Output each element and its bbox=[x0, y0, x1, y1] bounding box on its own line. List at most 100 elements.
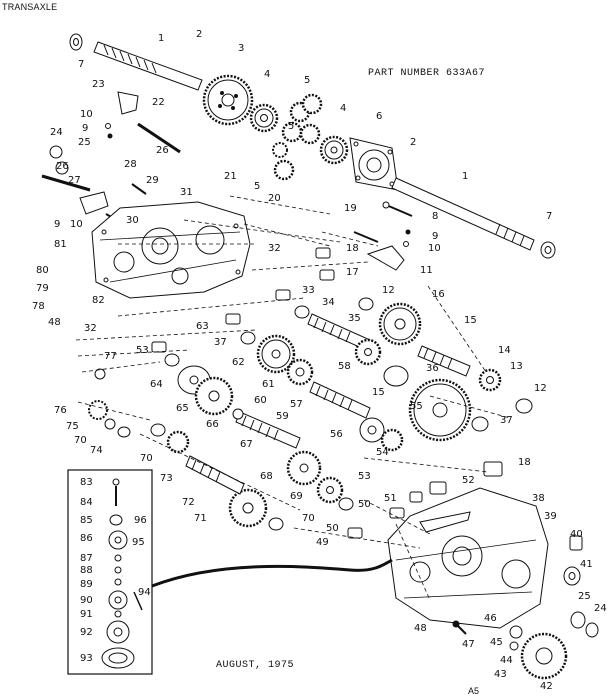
callout-18: 18 bbox=[518, 457, 531, 468]
callout-10: 10 bbox=[70, 219, 83, 230]
callout-62: 62 bbox=[232, 357, 245, 368]
callout-34: 34 bbox=[322, 297, 335, 308]
callout-59: 59 bbox=[276, 411, 289, 422]
page-code: A5 bbox=[468, 686, 480, 696]
callout-87: 87 bbox=[80, 553, 93, 564]
callout-26: 26 bbox=[156, 145, 169, 156]
part-number: PART NUMBER 633A67 bbox=[368, 68, 486, 79]
callout-50: 50 bbox=[326, 523, 339, 534]
callout-13: 13 bbox=[510, 361, 523, 372]
callout-9: 9 bbox=[82, 123, 89, 134]
callout-58: 58 bbox=[338, 361, 351, 372]
callout-24: 24 bbox=[50, 127, 63, 138]
gear-4-lower bbox=[319, 135, 349, 165]
callout-74: 74 bbox=[90, 445, 103, 456]
callout-21: 21 bbox=[224, 171, 237, 182]
callout-88: 88 bbox=[80, 565, 93, 576]
callout-2: 2 bbox=[410, 137, 417, 148]
callout-4: 4 bbox=[340, 103, 347, 114]
callout-46: 46 bbox=[484, 613, 497, 624]
callout-95: 95 bbox=[132, 537, 145, 548]
callout-67: 67 bbox=[240, 439, 253, 450]
axle-right bbox=[391, 177, 556, 259]
callout-57: 57 bbox=[290, 399, 303, 410]
callout-12: 12 bbox=[382, 285, 395, 296]
callout-92: 92 bbox=[80, 627, 93, 638]
callout-5: 5 bbox=[304, 75, 311, 86]
callout-81: 81 bbox=[54, 239, 67, 250]
callout-84: 84 bbox=[80, 497, 93, 508]
callout-71: 71 bbox=[194, 513, 207, 524]
callout-93: 93 bbox=[80, 653, 93, 664]
shaft-59 bbox=[232, 408, 301, 449]
gears-mid-right bbox=[378, 302, 502, 392]
callout-12: 12 bbox=[534, 383, 547, 394]
callout-5: 5 bbox=[254, 181, 261, 192]
callout-90: 90 bbox=[80, 595, 93, 606]
callout-9: 9 bbox=[54, 219, 61, 230]
callout-53: 53 bbox=[358, 471, 371, 482]
callout-47: 47 bbox=[462, 639, 475, 650]
callout-45: 45 bbox=[490, 637, 503, 648]
callout-6: 6 bbox=[376, 111, 383, 122]
callout-37: 37 bbox=[214, 337, 227, 348]
callout-79: 79 bbox=[36, 283, 49, 294]
callout-89: 89 bbox=[80, 579, 93, 590]
callout-64: 64 bbox=[150, 379, 163, 390]
gear-3 bbox=[202, 74, 254, 126]
callout-77: 77 bbox=[104, 351, 117, 362]
callout-40: 40 bbox=[570, 529, 583, 540]
input-shaft bbox=[69, 33, 203, 91]
callout-83: 83 bbox=[80, 477, 93, 488]
callout-22: 22 bbox=[152, 97, 165, 108]
inset-box bbox=[67, 469, 153, 675]
callout-70: 70 bbox=[302, 513, 315, 524]
shaft-35 bbox=[307, 313, 382, 366]
callout-70: 70 bbox=[74, 435, 87, 446]
callout-50: 50 bbox=[358, 499, 371, 510]
callout-30: 30 bbox=[126, 215, 139, 226]
callout-1: 1 bbox=[462, 171, 469, 182]
callout-76: 76 bbox=[54, 405, 67, 416]
callout-33: 33 bbox=[302, 285, 315, 296]
housing-right-39 bbox=[387, 487, 549, 629]
callout-51: 51 bbox=[384, 493, 397, 504]
callout-15: 15 bbox=[372, 387, 385, 398]
callout-32: 32 bbox=[268, 243, 281, 254]
callout-94: 94 bbox=[138, 587, 151, 598]
callout-26: 26 bbox=[56, 161, 69, 172]
callout-31: 31 bbox=[180, 187, 193, 198]
gears-center bbox=[177, 334, 314, 416]
differential-carrier-6 bbox=[349, 137, 399, 191]
callout-15: 15 bbox=[464, 315, 477, 326]
shaft-57 bbox=[309, 381, 404, 452]
callout-65: 65 bbox=[176, 403, 189, 414]
callout-85: 85 bbox=[80, 515, 93, 526]
callout-72: 72 bbox=[182, 497, 195, 508]
callout-2: 2 bbox=[196, 29, 203, 40]
callout-60: 60 bbox=[254, 395, 267, 406]
callout-3: 3 bbox=[238, 43, 245, 54]
callout-39: 39 bbox=[544, 511, 557, 522]
housing-left-31 bbox=[91, 201, 251, 299]
callout-63: 63 bbox=[196, 321, 209, 332]
callout-24: 24 bbox=[594, 603, 607, 614]
leader-lines bbox=[75, 195, 511, 601]
callout-5: 5 bbox=[288, 121, 295, 132]
callout-37: 37 bbox=[500, 415, 513, 426]
callout-36: 36 bbox=[426, 363, 439, 374]
callout-7: 7 bbox=[78, 59, 85, 70]
callout-80: 80 bbox=[36, 265, 49, 276]
cluster-gears-5 bbox=[272, 93, 323, 181]
gears-lower bbox=[228, 450, 344, 528]
shaft-72 bbox=[166, 430, 245, 495]
callout-91: 91 bbox=[80, 609, 93, 620]
section-title: TRANSAXLE bbox=[2, 2, 58, 12]
callout-70: 70 bbox=[140, 453, 153, 464]
callout-66: 66 bbox=[206, 419, 219, 430]
callout-41: 41 bbox=[580, 559, 593, 570]
callout-96: 96 bbox=[134, 515, 147, 526]
callout-75: 75 bbox=[66, 421, 79, 432]
